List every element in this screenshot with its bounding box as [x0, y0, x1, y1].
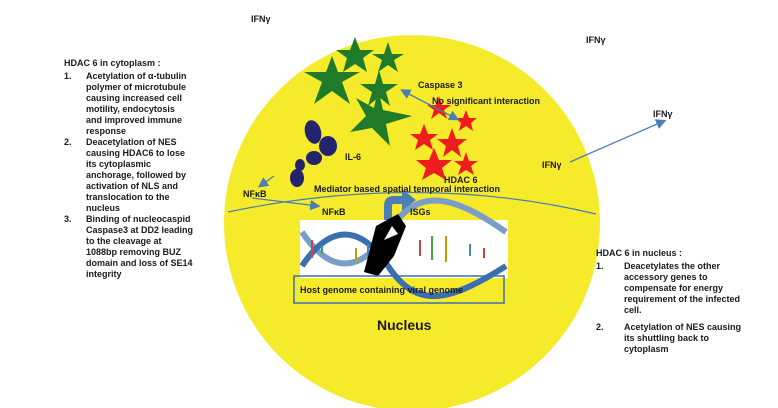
nfkb-outer-label: NFκB	[243, 189, 267, 199]
il6-cluster	[290, 120, 337, 187]
hdac6-label: HDAC 6	[444, 175, 478, 185]
list-line: causing increased cell	[86, 93, 183, 103]
list-line: anchorage, followed by	[86, 170, 187, 180]
list-line: Caspase3 at DD2 leading	[86, 225, 194, 235]
il6-blob	[304, 120, 322, 144]
list-line: Deacetylates the other	[624, 261, 721, 271]
nfkb-to-nucleus-arrow	[251, 197, 321, 211]
isgs-label: ISGs	[410, 207, 431, 217]
green-star	[350, 88, 412, 146]
list-line: cytoplasm	[624, 344, 669, 354]
isg-bent-arrow	[384, 189, 416, 226]
list-line: polymer of microtubule	[86, 82, 187, 92]
list-number: 2.	[596, 322, 604, 332]
list-item: 1. Acetylation of α-tubulin polymer of m…	[64, 71, 254, 137]
list-line: and improved immune	[86, 115, 183, 125]
list-line: requirement of the infected	[624, 294, 741, 304]
list-line: activation of NLS and	[86, 181, 179, 191]
nucleus-list: 1. Deacetylates the other accessory gene…	[596, 261, 771, 355]
list-line: to the cleavage at	[86, 236, 162, 246]
list-line: motility, endocytosis	[86, 104, 175, 114]
green-star	[304, 56, 360, 104]
mediator-label: Mediator based spatial temporal interact…	[314, 184, 500, 194]
green-star	[360, 70, 398, 106]
il6-label: IL-6	[345, 152, 361, 162]
list-line: cell.	[624, 305, 642, 315]
list-number: 1.	[596, 261, 604, 271]
il6-to-nfkb-arrow	[257, 175, 275, 188]
caspase-double-arrow	[400, 89, 460, 121]
list-item: 3. Binding of nucleocaspid Caspase3 at D…	[64, 214, 254, 280]
ifn-label-top-right: IFNγ	[586, 35, 606, 45]
ifn-label-mid-right: IFNγ	[542, 160, 562, 170]
list-line: Acetylation of α-tubulin	[86, 71, 187, 81]
dna-image	[299, 197, 508, 299]
list-line: Deacetylation of NES	[86, 137, 177, 147]
red-star	[437, 128, 467, 157]
list-number: 1.	[64, 71, 72, 81]
red-star	[410, 124, 438, 150]
red-star	[416, 148, 452, 180]
list-line: Binding of nucleocaspid	[86, 214, 191, 224]
list-item: 1. Deacetylates the other accessory gene…	[596, 261, 771, 316]
hdac6-nucleus-panel: HDAC 6 in nucleus : 1. Deacetylates the …	[596, 248, 771, 361]
no-interaction-label: No significant interaction	[432, 96, 540, 106]
green-star	[336, 37, 374, 72]
red-star	[455, 110, 477, 131]
list-line: accessory genes to	[624, 272, 708, 282]
list-item: 2. Deacetylation of NES causing HDAC6 to…	[64, 137, 254, 214]
host-genome-label: Host genome containing viral genome	[300, 285, 463, 295]
il6-blob	[306, 151, 322, 165]
list-number: 3.	[64, 214, 72, 224]
il6-blob	[319, 136, 337, 156]
cytoplasm-list: 1. Acetylation of α-tubulin polymer of m…	[64, 71, 254, 280]
ifn-label-top-left: IFNγ	[251, 14, 271, 24]
green-star	[372, 42, 404, 72]
ifn-export-arrow	[569, 119, 667, 163]
red-star	[454, 152, 478, 175]
nuclear-membrane-line	[227, 191, 597, 215]
list-item: 2. Acetylation of NES causing its shuttl…	[596, 322, 771, 355]
list-line: 1088bp removing BUZ	[86, 247, 182, 257]
nucleus-panel-title: HDAC 6 in nucleus :	[596, 248, 683, 258]
hdac6-cytoplasm-panel: HDAC 6 in cytoplasm : 1. Acetylation of …	[64, 58, 254, 280]
list-number: 2.	[64, 137, 72, 147]
ifn-label-arrow-tip: IFNγ	[653, 109, 673, 119]
list-line: compensate for energy	[624, 283, 724, 293]
caspase3-label: Caspase 3	[418, 80, 463, 90]
nucleus-label: Nucleus	[377, 317, 432, 333]
list-line: nucleus	[86, 203, 121, 213]
il6-blob	[295, 159, 305, 171]
green-stars	[304, 37, 412, 146]
list-line: integrity	[86, 269, 122, 279]
nfkb-inner-label: NFκB	[322, 207, 346, 217]
list-line: Acetylation of NES causing	[624, 322, 742, 332]
list-line: domain and loss of SE14	[86, 258, 193, 268]
list-line: translocation to the	[86, 192, 170, 202]
list-line: its cytoplasmic	[86, 159, 152, 169]
list-line: its shuttling back to	[624, 333, 710, 343]
list-line: causing HDAC6 to lose	[86, 148, 186, 158]
genome-box	[293, 275, 505, 304]
il6-blob	[290, 169, 304, 187]
cytoplasm-panel-title: HDAC 6 in cytoplasm :	[64, 58, 161, 68]
list-line: response	[86, 126, 127, 136]
